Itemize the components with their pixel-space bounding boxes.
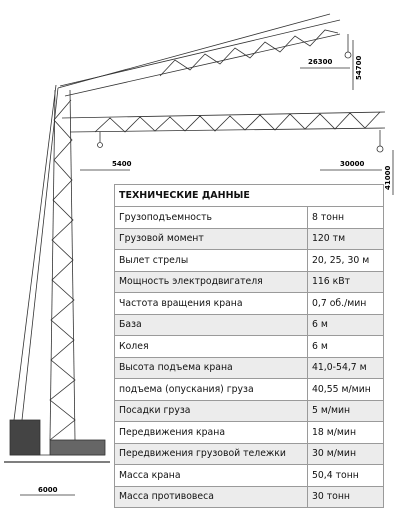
param-cell: Грузовой момент: [114, 227, 308, 250]
value-cell: 20, 25, 30 м: [306, 249, 385, 272]
value-cell: 30 м/мин: [306, 442, 385, 465]
dim-upper-height: 54700: [355, 56, 363, 80]
value-cell: 18 м/мин: [306, 421, 385, 444]
param-cell: Посадки груза: [114, 399, 308, 422]
value-cell: 40,55 м/мин: [306, 378, 385, 401]
upper-jib-lacing: [159, 29, 339, 77]
param-cell: Передвижения крана: [114, 421, 308, 444]
jib-top-chord: [61, 111, 386, 119]
param-cell: Передвижения грузовой тележки: [114, 442, 308, 465]
value-cell: 41,0-54,7 м: [306, 356, 385, 379]
dim-lower-height: 41000: [384, 166, 392, 190]
dim-upper-reach: 26300: [308, 58, 332, 66]
param-cell: Вылет стрелы: [114, 249, 308, 272]
hoist-cable: [13, 84, 57, 421]
value-cell: 6 м: [306, 313, 385, 336]
value-cell: 120 тм: [306, 227, 385, 250]
counter-hook: [97, 142, 103, 148]
tower-left-chord: [49, 89, 56, 441]
jib-bottom-chord: [69, 127, 386, 133]
param-cell: Мощность электродвигателя: [114, 270, 308, 293]
param-cell: Высота подъема крана: [114, 356, 308, 379]
param-cell: Грузоподъемность: [114, 206, 308, 229]
bogie: [49, 439, 106, 456]
dim-lower-reach: 30000: [340, 160, 364, 168]
param-cell: База: [114, 313, 308, 336]
cab-mast: [21, 87, 59, 421]
param-cell: Колея: [114, 335, 308, 358]
upper-jib-bottom-chord: [64, 33, 341, 97]
value-cell: 50,4 тонн: [306, 464, 385, 487]
jib-lacing: [94, 111, 381, 133]
value-cell: 6 м: [306, 335, 385, 358]
undercarriage: [9, 419, 41, 456]
lower-hook: [376, 145, 384, 153]
pendant-rope: [57, 13, 331, 89]
value-cell: 5 м/мин: [306, 399, 385, 422]
param-cell: Масса противовеса: [114, 485, 308, 508]
value-cell: 116 кВт: [306, 270, 385, 293]
table-header: ТЕХНИЧЕСКИЕ ДАННЫЕ: [114, 184, 384, 207]
value-cell: 30 тонн: [306, 485, 385, 508]
param-cell: Частота вращения крана: [114, 292, 308, 315]
tower-right-chord: [69, 89, 76, 441]
dim-counter-jib: 5400: [112, 160, 132, 168]
param-cell: Масса крана: [114, 464, 308, 487]
value-cell: 8 тонн: [306, 206, 385, 229]
upper-hook: [344, 51, 352, 59]
tower-lacing: [49, 99, 76, 441]
dim-track-gauge: 6000: [38, 486, 58, 494]
value-cell: 0,7 об./мин: [306, 292, 385, 315]
param-cell: подъема (опускания) груза: [114, 378, 308, 401]
